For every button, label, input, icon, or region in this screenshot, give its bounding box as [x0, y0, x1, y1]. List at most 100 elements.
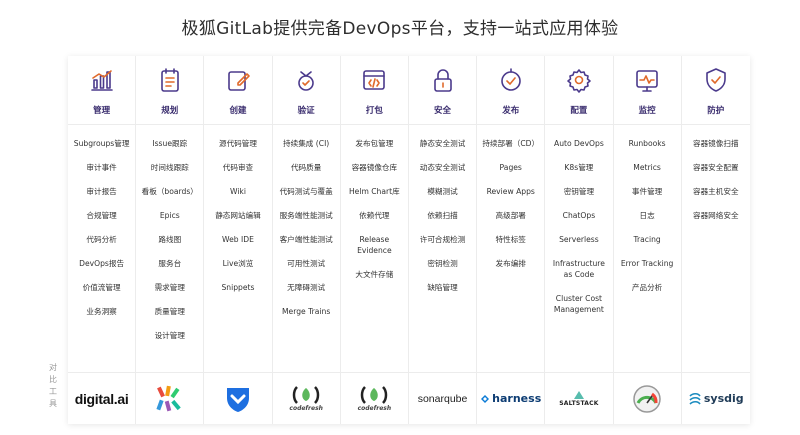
digitalai-logo: digital.ai — [74, 390, 129, 407]
check-face-icon — [292, 66, 320, 98]
stage-header-package[interactable]: 打包 — [340, 56, 408, 125]
compare-tool-manage: digital.ai — [68, 372, 136, 424]
compare-tool-package: codefresh — [340, 372, 408, 424]
codefresh-logo: codefresh — [358, 385, 391, 412]
compare-tools-label: 对 比 工 具 — [49, 363, 57, 408]
feature-item: Runbooks — [628, 139, 666, 148]
feature-item: Live浏览 — [222, 259, 254, 268]
edit-icon — [224, 66, 252, 98]
sonarqube-logo: sonarqube — [417, 392, 468, 405]
feature-item: Epics — [159, 211, 180, 220]
feature-item: 许可合规检测 — [419, 235, 466, 244]
feature-item: 持续部署（CD） — [482, 139, 540, 148]
stage-label: 打包 — [365, 106, 383, 116]
compare-tool-release: harness — [477, 372, 545, 424]
feature-item: 密钥管理 — [563, 187, 595, 196]
shield-check-icon — [702, 66, 730, 98]
feature-item: 业务洞察 — [86, 307, 117, 316]
stage-header-secure[interactable]: 安全 — [408, 56, 477, 125]
feature-item: Auto DevOps — [554, 139, 604, 148]
feature-item: 特性标签 — [495, 235, 526, 244]
chart-icon — [88, 66, 116, 98]
feature-item: 代码审查 — [222, 163, 254, 172]
feature-item: Serverless — [559, 235, 599, 244]
stage-header-release[interactable]: 发布 — [477, 56, 545, 125]
stage-label: 发布 — [502, 106, 520, 116]
feature-item: Review Apps — [486, 187, 535, 196]
feature-item: 发布编排 — [495, 259, 526, 268]
feature-item: Metrics — [633, 163, 661, 172]
feature-item: 设计管理 — [154, 331, 185, 340]
feature-item: 容器网络安全 — [693, 211, 739, 220]
feature-item: 代码质量 — [290, 163, 322, 172]
feature-item: 事件管理 — [631, 187, 663, 196]
stage-header-manage[interactable]: 管理 — [68, 56, 136, 125]
feature-item: 审计报告 — [86, 187, 117, 196]
feature-item: 可用性测试 — [287, 259, 326, 268]
feature-item: Infrastructure as Code — [552, 259, 605, 279]
saltstack-logo: SALTSTACK — [559, 390, 598, 407]
compare-tool-verify: codefresh — [272, 372, 340, 424]
feature-item: 看板（boards） — [141, 187, 198, 196]
feature-item: Tracing — [633, 235, 661, 244]
harness-logo: harness — [480, 392, 541, 405]
page-title: 极狐GitLab提供完备DevOps平台，支持一站式应用体验 — [181, 19, 619, 39]
feature-item: 时间线跟踪 — [150, 163, 189, 172]
feature-item: Subgroups管理 — [73, 139, 130, 148]
feature-item: Pages — [499, 163, 522, 172]
feature-item: 审计事件 — [86, 163, 117, 172]
blue-shield-logo — [226, 387, 249, 412]
feature-item: 大文件存储 — [355, 270, 394, 279]
compare-tool-configure: SALTSTACK — [545, 372, 613, 424]
feature-item: 持续集成 (CI) — [283, 139, 330, 148]
compare-tool-monitor — [613, 372, 681, 424]
feature-item: 代码测试与覆盖 — [279, 187, 333, 196]
feature-item: Release Evidence — [357, 235, 392, 255]
feature-item: Cluster Cost Management — [553, 294, 604, 314]
compare-tool-defend: sysdig — [681, 372, 750, 424]
stage-label: 配置 — [570, 106, 588, 116]
feature-item: 价值流管理 — [82, 283, 121, 292]
codefresh-logo: codefresh — [289, 385, 323, 412]
sysdig-logo: sysdig — [688, 392, 744, 406]
stage-header-verify[interactable]: 验证 — [272, 56, 340, 125]
feature-item: 容器安全配置 — [693, 163, 739, 172]
feature-item: 日志 — [639, 211, 655, 220]
feature-item: 缺陷管理 — [427, 283, 458, 292]
feature-item: 依赖代理 — [359, 211, 390, 220]
feature-item: 服务台 — [158, 259, 182, 268]
feature-item: 代码分析 — [86, 235, 117, 244]
feature-item: 服务端性能测试 — [279, 211, 333, 220]
stage-header-defend[interactable]: 防护 — [681, 56, 750, 125]
feature-item: 密钥检测 — [427, 259, 458, 268]
stage-header-monitor[interactable]: 监控 — [613, 56, 681, 125]
code-box-icon — [360, 66, 388, 98]
stage-column-verify: 验证持续集成 (CI) 代码质量代码测试与覆盖服务端性能测试客户端性能测试可用性测… — [272, 56, 341, 424]
feature-item: 需求管理 — [154, 283, 185, 292]
feature-item: Merge Trains — [282, 307, 331, 316]
feature-item: 源代码管理 — [218, 139, 257, 148]
feature-item: Wiki — [229, 187, 246, 196]
feature-item: 依赖扫描 — [427, 211, 458, 220]
stage-header-configure[interactable]: 配置 — [545, 56, 613, 125]
launch-icon — [497, 66, 525, 98]
stage-header-plan[interactable]: 规划 — [136, 56, 204, 125]
gauge-logo — [633, 384, 661, 413]
stage-header-create[interactable]: 创建 — [204, 56, 272, 125]
feature-item: 客户端性能测试 — [279, 235, 333, 244]
compare-tool-secure: sonarqube — [408, 372, 477, 424]
planner-icon — [156, 66, 184, 98]
